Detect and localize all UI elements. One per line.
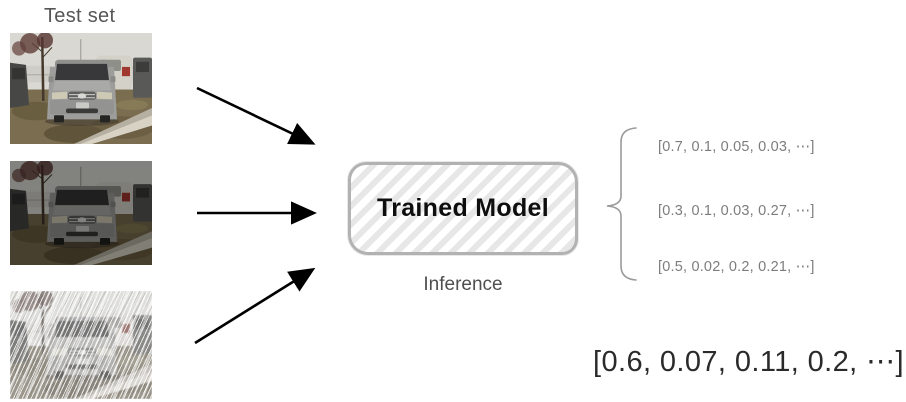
- test-image-dark: [10, 161, 152, 265]
- arrow-bottom: [194, 267, 316, 345]
- output-vector-1: [0.7, 0.1, 0.05, 0.03, ⋯]: [658, 139, 815, 155]
- trained-model-box: Trained Model: [348, 162, 578, 255]
- testset-title: Test set: [44, 5, 116, 27]
- car-photo-original: [10, 33, 152, 144]
- inference-caption: Inference: [423, 274, 503, 295]
- car-photo-dark: [10, 161, 152, 265]
- output-vector-3: [0.5, 0.02, 0.2, 0.21, ⋯]: [658, 259, 815, 275]
- final-output-vector: [0.6, 0.07, 0.11, 0.2, ⋯]: [593, 346, 904, 378]
- car-photo-noisy: [10, 291, 152, 399]
- outputs-brace: [606, 127, 637, 281]
- test-image-original: [10, 33, 152, 144]
- test-image-noisy: [10, 291, 152, 399]
- output-vector-2: [0.3, 0.1, 0.03, 0.27, ⋯]: [658, 203, 815, 219]
- trained-model-label: Trained Model: [377, 194, 549, 222]
- arrow-top: [196, 86, 316, 145]
